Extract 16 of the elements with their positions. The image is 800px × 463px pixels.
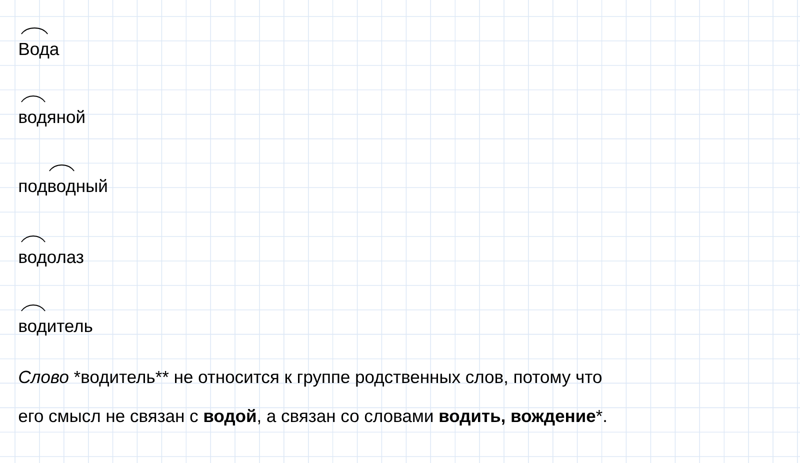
label: не относится к группе родственных слов, потому что [175, 374, 602, 387]
label: *. [596, 410, 606, 422]
word: Вода [20, 42, 60, 58]
label: его смысл не связан с [18, 412, 198, 422]
explanation-paragraph: Слово *водитель** не относится к группе родственных слов, потому что его смысл не связан с водой, а связан со словами водить, вождение*. [18, 370, 606, 426]
label: ** [156, 370, 169, 378]
word: водитель [19, 322, 92, 336]
label: Слово [19, 370, 68, 384]
word: подводный [19, 179, 107, 196]
label: водитель [82, 374, 155, 386]
label: * [74, 370, 80, 378]
label: водить, вождение [440, 412, 596, 426]
word: водяной [19, 110, 84, 126]
label: , а связан со словами [258, 412, 433, 424]
label: водой [204, 408, 256, 426]
word: водолаз [19, 254, 84, 266]
